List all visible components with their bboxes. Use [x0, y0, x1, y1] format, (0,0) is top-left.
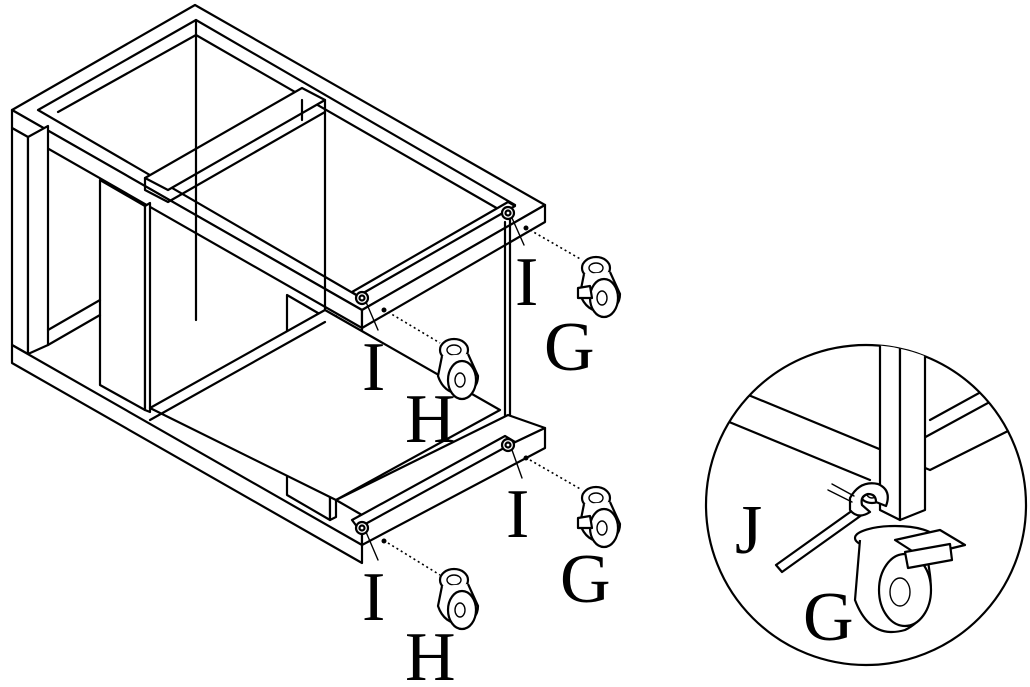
detail-callout: J G — [704, 343, 1028, 667]
label-caster-back-top: G — [544, 309, 595, 386]
label-bolt-back-top: I — [515, 244, 538, 321]
caster-back-top-icon — [578, 257, 620, 317]
label-caster-back-bottom: G — [560, 541, 611, 618]
label-bolt-front-top: I — [362, 329, 385, 406]
label-bolt-back-bottom: I — [506, 476, 529, 553]
wrench-icon — [774, 482, 889, 574]
caster-back-bottom-icon — [578, 487, 620, 547]
bolts — [365, 217, 583, 576]
cabinet-frame — [10, 3, 547, 565]
label-bolt-front-bottom: I — [362, 559, 385, 636]
label-caster-front-top: H — [405, 381, 456, 458]
label-detail-caster: G — [803, 579, 854, 656]
label-detail-wrench: J — [735, 492, 762, 569]
label-caster-front-bottom: H — [405, 619, 456, 687]
